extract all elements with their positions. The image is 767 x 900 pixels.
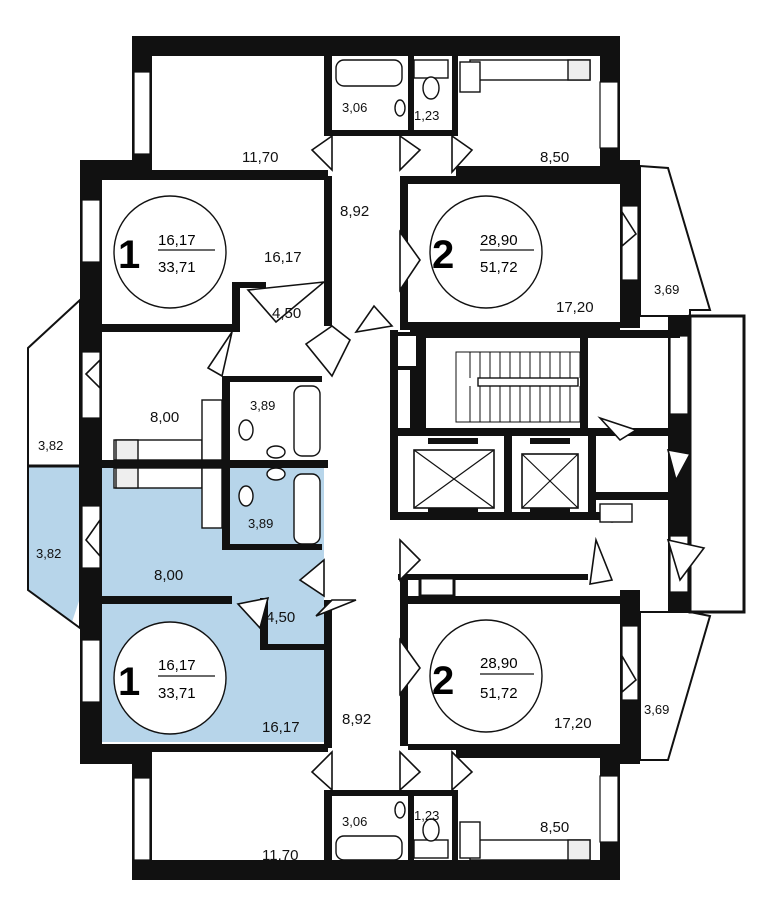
interior-walls bbox=[102, 56, 680, 860]
area-label: 8,50 bbox=[540, 819, 569, 836]
area-label: 4,50 bbox=[266, 609, 295, 626]
apartment-badge-bottom-right: 2 28,90 51,72 bbox=[429, 619, 543, 733]
area-label: 3,06 bbox=[342, 814, 367, 829]
area-label: 16,17 bbox=[262, 719, 300, 736]
fixtures bbox=[113, 59, 633, 861]
living-area: 28,90 bbox=[480, 655, 518, 672]
area-label: 8,92 bbox=[342, 711, 371, 728]
living-area: 16,17 bbox=[158, 232, 196, 249]
door-swings bbox=[84, 134, 706, 792]
area-label: 11,70 bbox=[242, 149, 278, 166]
area-label: 8,00 bbox=[154, 567, 183, 584]
total-area: 33,71 bbox=[158, 685, 196, 702]
area-label: 17,20 bbox=[554, 715, 592, 732]
area-label: 3,89 bbox=[250, 398, 275, 413]
living-area: 16,17 bbox=[158, 657, 196, 674]
area-label: 3,82 bbox=[38, 438, 63, 453]
area-label: 1,23 bbox=[414, 808, 439, 823]
apartment-badge-bottom-left: 1 16,17 33,71 bbox=[113, 621, 227, 735]
area-label: 8,92 bbox=[340, 203, 369, 220]
living-area: 28,90 bbox=[480, 232, 518, 249]
area-label: 1,23 bbox=[414, 108, 439, 123]
area-label: 8,50 bbox=[540, 149, 569, 166]
total-area: 33,71 bbox=[158, 259, 196, 276]
rooms-count: 2 bbox=[432, 233, 454, 277]
area-label: 3,82 bbox=[36, 546, 61, 561]
area-label: 3,69 bbox=[654, 282, 679, 297]
area-label: 4,50 bbox=[272, 305, 301, 322]
area-label: 17,20 bbox=[556, 299, 594, 316]
highlighted-loggia bbox=[28, 466, 80, 622]
rooms-count: 1 bbox=[118, 233, 140, 277]
area-label: 3,69 bbox=[644, 702, 669, 717]
area-label: 11,70 bbox=[262, 847, 298, 864]
apartment-badge-top-right: 2 28,90 51,72 bbox=[429, 195, 543, 309]
rooms-count: 2 bbox=[432, 659, 454, 703]
apartment-badge-top-left: 1 16,17 33,71 bbox=[113, 195, 227, 309]
elevators bbox=[413, 438, 579, 512]
area-label: 3,06 bbox=[342, 100, 367, 115]
area-label: 8,00 bbox=[150, 409, 179, 426]
rooms-count: 1 bbox=[118, 660, 140, 704]
area-label: 3,89 bbox=[248, 516, 273, 531]
room-area-labels: 11,70 3,06 1,23 8,50 8,92 16,17 4,50 17,… bbox=[36, 100, 679, 864]
total-area: 51,72 bbox=[480, 259, 518, 276]
staircase bbox=[455, 351, 587, 423]
loggias bbox=[27, 164, 746, 761]
area-label: 16,17 bbox=[264, 249, 302, 266]
total-area: 51,72 bbox=[480, 685, 518, 702]
